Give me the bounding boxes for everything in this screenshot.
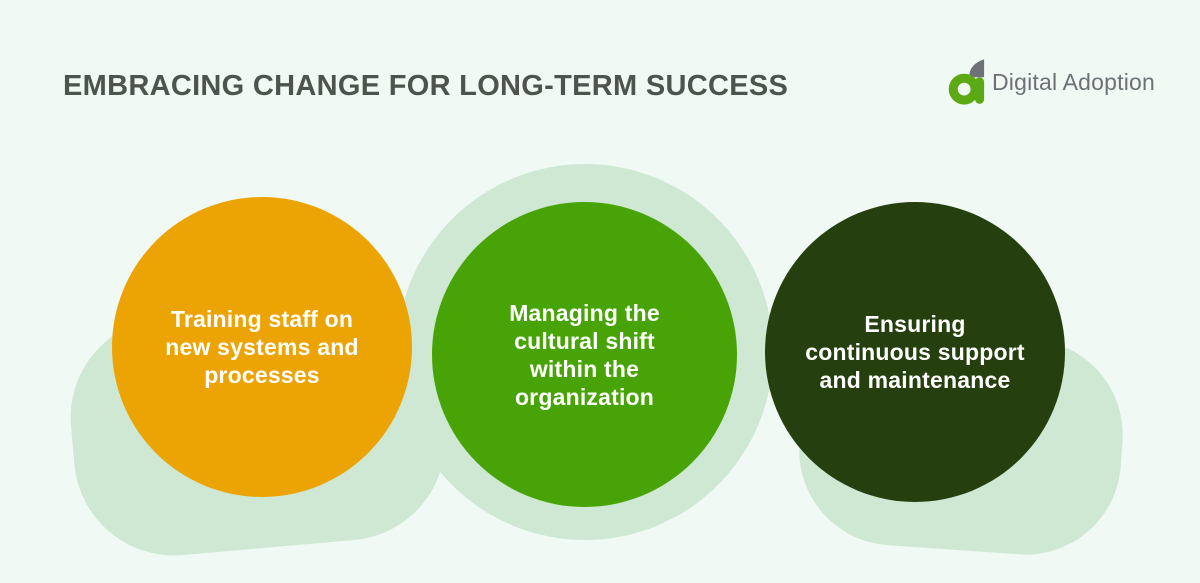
- step-label-line: Managing the: [509, 299, 660, 326]
- step-label-line: processes: [204, 362, 320, 388]
- step-label-cultural-shift: Managing the cultural shift within the o…: [509, 299, 660, 411]
- step-label-training: Training staff on new systems and proces…: [165, 305, 358, 389]
- digital-adoption-a-leaf-icon: [948, 59, 985, 105]
- step-label-line: Ensuring: [864, 311, 966, 337]
- step-circle-support-maintenance: Ensuring continuous support and maintena…: [765, 202, 1065, 502]
- step-circle-training: Training staff on new systems and proces…: [112, 197, 412, 497]
- page-title: EMBRACING CHANGE FOR LONG-TERM SUCCESS: [63, 70, 789, 102]
- logo-a-bowl: [948, 73, 980, 105]
- step-label-line: within the: [529, 355, 640, 382]
- step-label-line: Training staff on: [170, 306, 354, 332]
- step-label-line: continuous support: [805, 339, 1025, 365]
- logo-a-stem: [975, 77, 985, 104]
- step-circle-cultural-shift: Managing the cultural shift within the o…: [432, 202, 737, 507]
- step-label-support-maintenance: Ensuring continuous support and maintena…: [805, 310, 1025, 394]
- leaf-icon: [969, 59, 985, 78]
- brand-logo: Digital Adoption: [948, 58, 1155, 106]
- step-label-line: and maintenance: [819, 367, 1011, 393]
- step-label-line: organization: [514, 383, 655, 410]
- step-label-line: cultural shift: [514, 327, 655, 354]
- step-label-line: new systems and: [165, 334, 359, 360]
- brand-name: Digital Adoption: [991, 68, 1155, 95]
